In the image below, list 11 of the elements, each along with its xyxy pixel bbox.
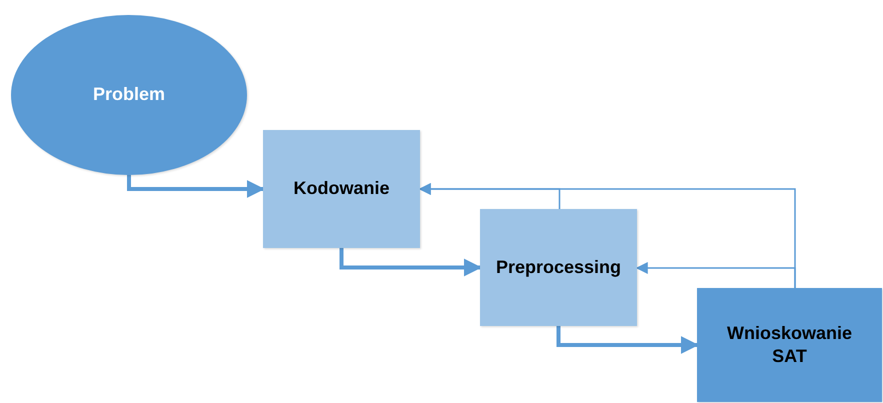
arrow [340,248,482,276]
arrow [556,326,699,354]
node-label: Kodowanie [292,177,390,200]
arrow [127,175,265,198]
process-box [480,209,637,326]
arrow [636,262,796,288]
node-label: Preprocessing [494,256,622,279]
node-label: Wnioskowanie SAT [726,322,853,368]
process-box [263,130,420,248]
node-label: Problem [92,83,166,106]
process-box [697,288,882,402]
